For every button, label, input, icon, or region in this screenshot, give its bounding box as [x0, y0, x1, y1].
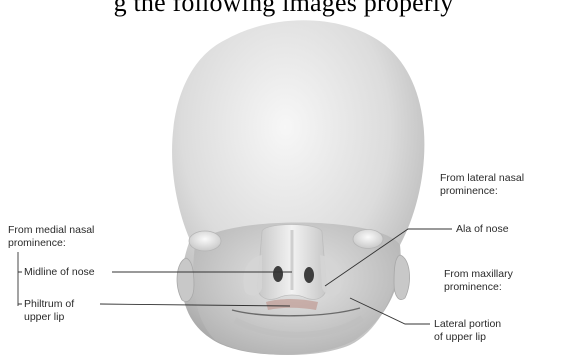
- left-nostril: [273, 266, 283, 282]
- lateral-portion-upper-lip-label: Lateral portion of upper lip: [434, 318, 501, 344]
- right-nostril: [304, 267, 314, 283]
- medial-nasal-prominence-label: From medial nasal prominence:: [8, 224, 94, 250]
- philtrum-label: Philtrum of upper lip: [24, 298, 74, 324]
- philtrum-line-1: Philtrum of: [24, 298, 74, 311]
- lateral-nasal-prominence-label: From lateral nasal prominence:: [440, 172, 524, 198]
- left-ear: [177, 258, 194, 302]
- medial-group-line-1: From medial nasal: [8, 224, 94, 237]
- ala-of-nose-label: Ala of nose: [456, 223, 509, 236]
- medial-group-line-2: prominence:: [8, 237, 94, 250]
- lateral-group-line-1: From lateral nasal: [440, 172, 524, 185]
- lateral-lip-line-2: of upper lip: [434, 331, 501, 344]
- midline-of-nose-label: Midline of nose: [24, 266, 95, 279]
- right-eye: [353, 230, 383, 249]
- maxillary-group-line-2: prominence:: [444, 281, 513, 294]
- lateral-group-line-2: prominence:: [440, 185, 524, 198]
- philtrum-line-2: upper lip: [24, 311, 74, 324]
- right-ear: [394, 255, 410, 300]
- left-eye: [189, 231, 221, 251]
- lateral-lip-line-1: Lateral portion: [434, 318, 501, 331]
- maxillary-prominence-label: From maxillary prominence:: [444, 268, 513, 294]
- maxillary-group-line-1: From maxillary: [444, 268, 513, 281]
